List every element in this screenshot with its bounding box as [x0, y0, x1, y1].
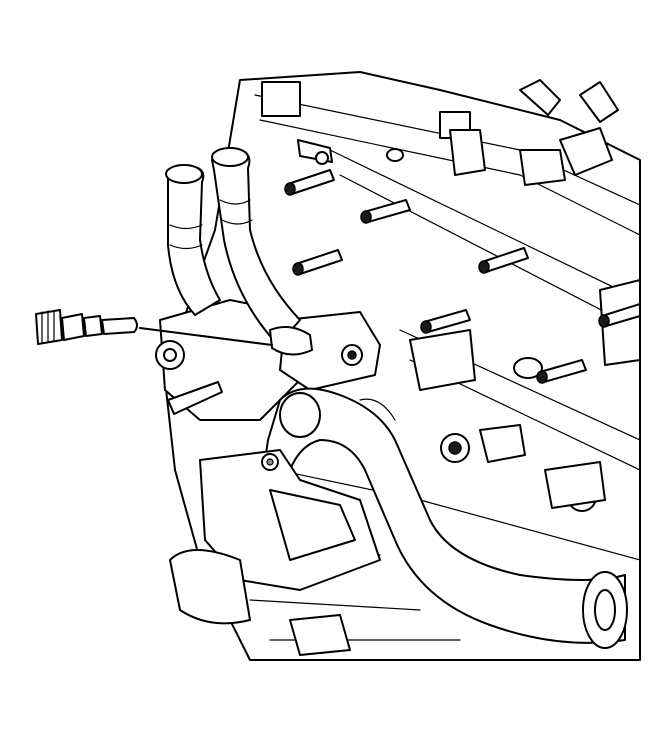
- stud-bolt: [598, 303, 641, 328]
- stud-bolt: [478, 247, 529, 274]
- heater-hose: [259, 387, 628, 649]
- coolant-hose-left: [165, 164, 221, 316]
- block-bolts: [440, 424, 606, 512]
- cylinder-head: [261, 79, 641, 391]
- mounting-bracket: [169, 449, 381, 656]
- hose-clamp: [297, 139, 333, 165]
- stud-bolt: [420, 309, 471, 334]
- stud-bolt: [284, 169, 335, 196]
- coolant-hose-right: [211, 147, 313, 356]
- stud-bolt: [292, 249, 343, 276]
- stud-bolts: [284, 169, 641, 384]
- coolant-temperature-sensor: [35, 309, 273, 346]
- leader-line: [139, 327, 273, 346]
- stud-bolt: [536, 359, 587, 384]
- stud-bolt: [360, 199, 411, 224]
